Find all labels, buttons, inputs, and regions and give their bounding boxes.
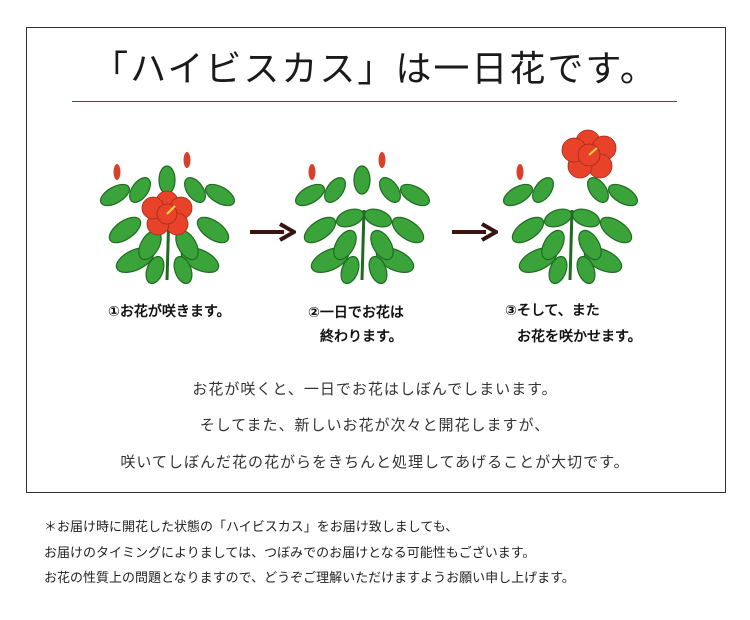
hibiscus-reblooming-illustration: [502, 129, 639, 285]
page-title: 「ハイビスカス」は一日花です。: [92, 49, 658, 90]
title-divider: [72, 101, 677, 102]
step-3-caption: ③そして、また お花を咲かせます。: [505, 298, 642, 350]
description-line: お花が咲くと、一日でお花はしぼんでしまいます。: [192, 380, 558, 398]
delivery-note-line: お届けのタイミングによりましては、つぼみでのお届けとなる可能性もございます。: [44, 546, 536, 561]
hibiscus-blooming-illustration: [99, 152, 236, 285]
content-frame: [26, 27, 726, 493]
step-2-caption: ②一日でお花は 終わります。: [308, 301, 404, 349]
step-3-caption-line: お花を咲かせます。: [517, 329, 642, 345]
right-arrow-icon: [452, 222, 498, 242]
right-arrow-icon: [250, 222, 296, 242]
hibiscus-withered-illustration: [294, 152, 431, 285]
step-2-caption-line: 終わります。: [320, 329, 403, 345]
delivery-note-line: お花の性質上の問題となりますので、どうぞご理解いただけますようお願い申し上げます…: [44, 571, 575, 586]
step-2-caption-line: ②一日でお花は: [308, 305, 404, 321]
description-line: そしてまた、新しいお花が次々と開花しますが、: [199, 416, 551, 434]
step-1-caption: ①お花が咲きます。: [108, 301, 230, 321]
description-line: 咲いてしぼんだ花の花がらをきちんと処理してあげることが大切です。: [120, 453, 630, 471]
step-1-caption-line: ①お花が咲きます。: [108, 304, 231, 320]
step-3-caption-line: ③そして、また: [505, 303, 600, 319]
delivery-note-line: ＊お届け時に開花した状態の「ハイビスカス」をお届け致しましても、: [44, 520, 459, 535]
